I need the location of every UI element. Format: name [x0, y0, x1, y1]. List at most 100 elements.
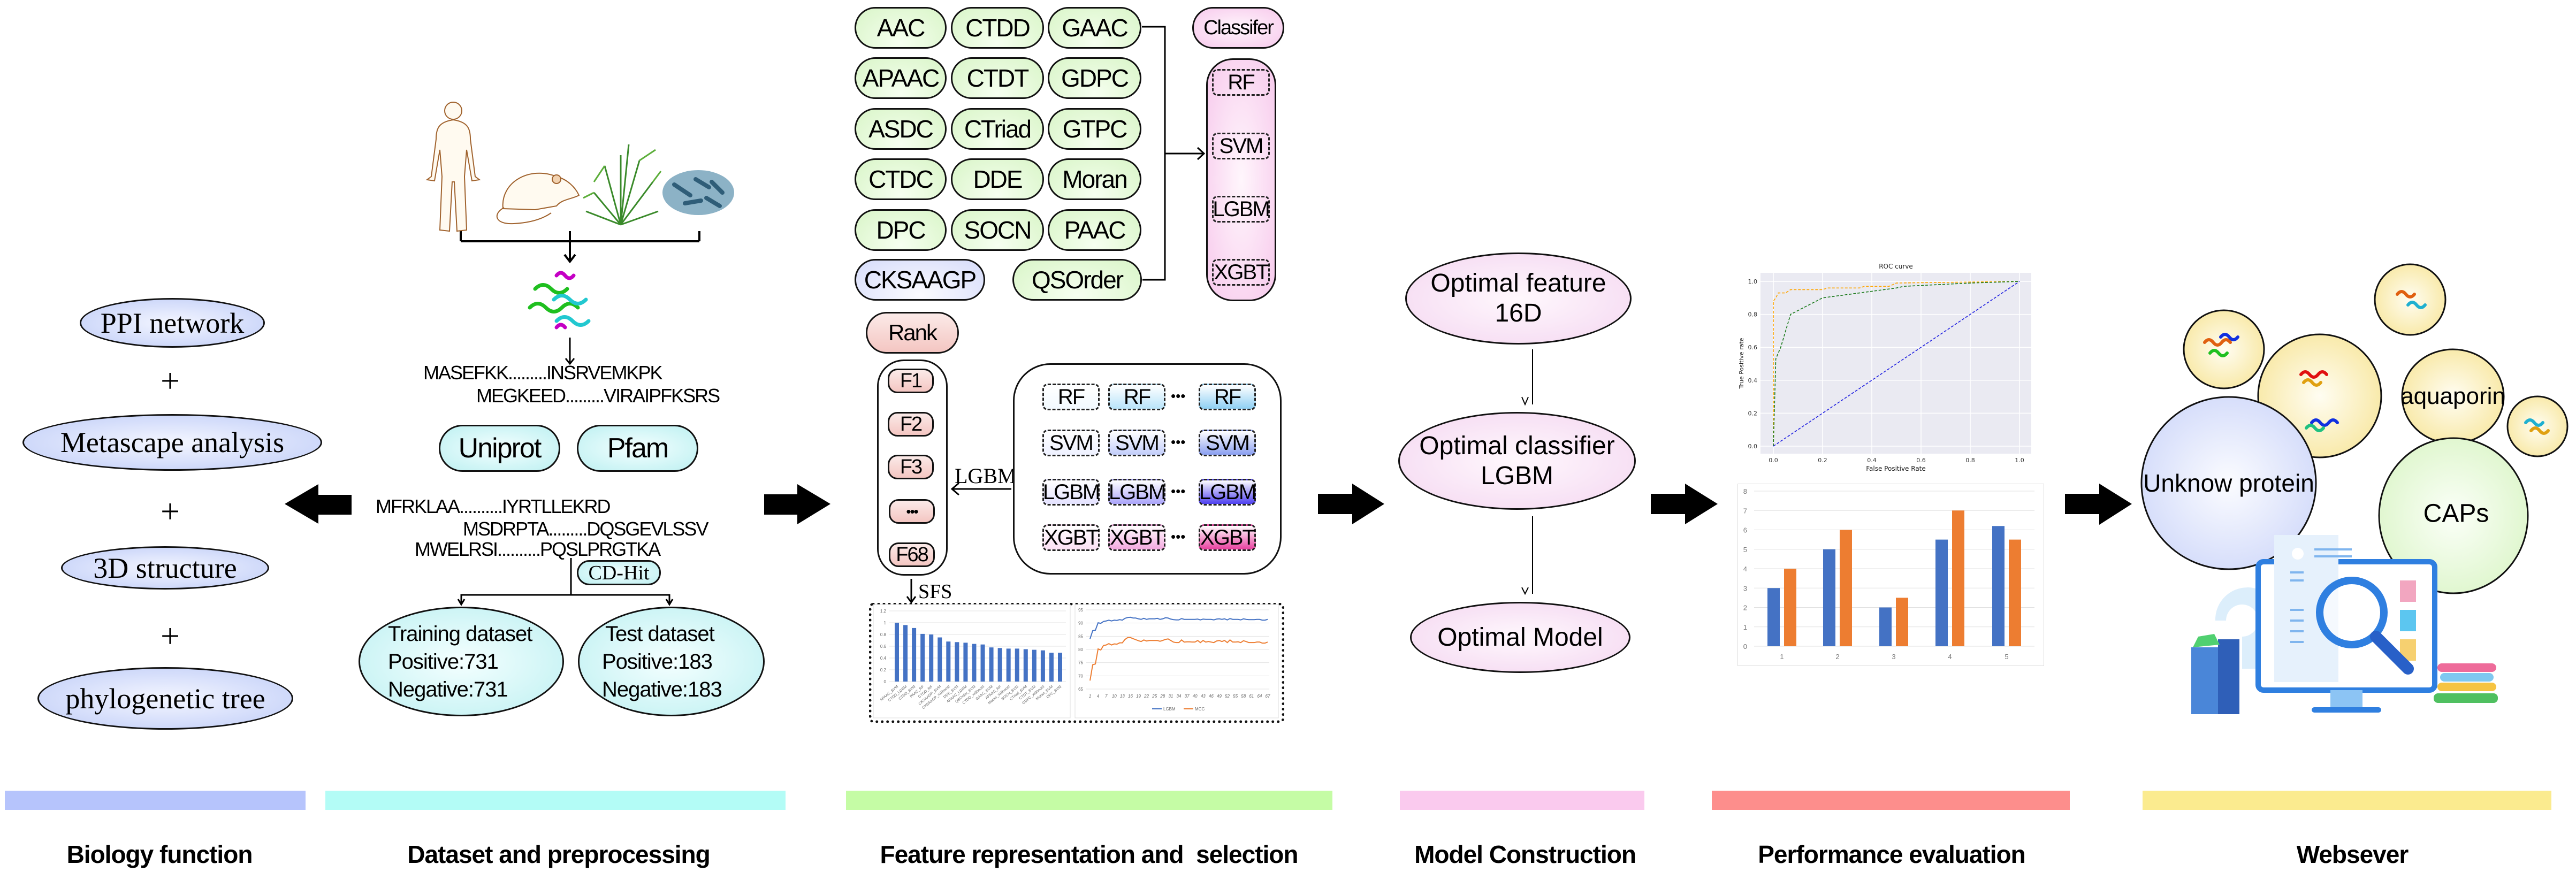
descriptor-socn: SOCN — [951, 209, 1044, 251]
y-tick-label: 1.0 — [1748, 278, 1758, 285]
descriptor-ctdc: CTDC — [855, 158, 947, 200]
descriptor-ctriad: CTriad — [951, 108, 1044, 150]
y-axis-label: True Positive rate — [1738, 338, 1745, 389]
pfam-source: Pfam — [577, 425, 698, 472]
x-tick-label: 7 — [1105, 694, 1108, 699]
bar-3-0 — [1879, 607, 1892, 646]
bar-GDPC_XGboost — [1040, 650, 1045, 682]
y-tick-label: 1 — [884, 621, 887, 625]
y-tick-label: 0.8 — [1748, 311, 1758, 318]
y-tick-label: 3 — [1743, 584, 1747, 592]
bar-1-0 — [1767, 588, 1780, 646]
bar-3-1 — [1896, 598, 1908, 646]
model-cell-xgbt: XGBT — [1042, 524, 1100, 551]
y-tick-label: 75 — [1078, 661, 1083, 666]
descriptor-asdc: ASDC — [855, 108, 947, 150]
x-tick-label: 61 — [1249, 694, 1254, 699]
test-title: Test dataset — [605, 622, 715, 646]
sequence-line: MASEFKK.........INSRVEMKPK — [423, 362, 662, 384]
bar-APAAC_SVM — [895, 623, 899, 682]
stage-label-biology: Biology function — [66, 840, 253, 868]
stage-bar-feature — [846, 791, 1332, 810]
training-title: Training dataset — [388, 622, 532, 646]
caps-circle — [2378, 437, 2529, 594]
x-tick-label: 55 — [1233, 694, 1238, 699]
legend-label: LGBM — [1163, 707, 1176, 712]
plus-sign: + — [160, 492, 180, 530]
x-tick-label: 5 — [2005, 653, 2008, 661]
descriptor-moran: Moran — [1048, 158, 1141, 200]
classifier-svm: SVM — [1212, 133, 1270, 159]
bar-4-1 — [1952, 510, 1964, 646]
descriptor-bracket — [906, 26, 1206, 604]
sfs-arrow-label: SFS — [918, 580, 952, 603]
y-tick-label: 1.2 — [880, 609, 887, 614]
ranked-feature-f2: F2 — [888, 412, 934, 437]
x-tick-label: 2 — [1835, 653, 1839, 661]
training-dataset-node: Training dataset Positive:731 Negative:7… — [359, 607, 564, 716]
descriptor-dpc: DPC — [855, 209, 947, 251]
optimal-feature-node: Optimal feature 16D — [1405, 253, 1632, 345]
bar-CTDT_SVM — [1032, 649, 1037, 682]
optimal-feature-label: Optimal feature — [1430, 269, 1606, 297]
x-tick-label: 10 — [1112, 694, 1117, 699]
sequence-line: MWELRSI..........PQSLPRGTKA — [415, 538, 661, 560]
x-tick-label: 34 — [1177, 694, 1182, 699]
bar-5-1 — [2009, 539, 2021, 646]
sequence-line: MSDRPTA.........DQSGEVLSSV — [463, 518, 708, 540]
classifier-xgbt: XGBT — [1212, 259, 1270, 286]
arrow-left-icon — [285, 484, 352, 524]
bar-PAAC_RF — [920, 633, 925, 682]
x-tick-label: 13 — [1120, 694, 1125, 699]
model-ellipsis: ••• — [1171, 434, 1186, 450]
organism-bracket — [457, 231, 700, 606]
3d-structure-node: 3D structure — [61, 546, 269, 590]
y-tick-label: 1 — [1743, 623, 1747, 631]
chart-frame — [1074, 604, 1279, 718]
bar-CTriad_SVM — [1023, 649, 1028, 682]
descriptor-gdpc: GDPC — [1048, 57, 1141, 99]
ranked-feature-f68: F68 — [889, 542, 935, 567]
descriptor-gtpc: GTPC — [1048, 108, 1141, 150]
x-tick-label: 1 — [1780, 653, 1784, 661]
phylogenetic-tree-node: phylogenetic tree — [37, 667, 293, 730]
comparison-chart-frame — [1737, 484, 2044, 666]
x-tick-label: 25 — [1152, 694, 1157, 699]
descriptor-paac: PAAC — [1048, 209, 1141, 251]
ranked-feature-f3: F3 — [888, 455, 934, 479]
lgbm-arrow-label: LGBM — [955, 464, 1017, 488]
caps-label: CAPs — [2423, 499, 2489, 528]
ranked-feature-f1: F1 — [888, 369, 934, 393]
optimal-classifier-label: Optimal classifier — [1419, 431, 1615, 460]
x-tick-label: 0.6 — [1916, 457, 1926, 464]
bar-GAAC_SVM — [989, 647, 994, 682]
rank-label: Rank — [866, 312, 959, 354]
classifier-title: Classifer — [1192, 7, 1284, 49]
protein-structure-icon — [2203, 290, 2550, 435]
stage-bar-dataset — [325, 791, 786, 810]
x-tick-label: 49 — [1217, 694, 1222, 699]
y-tick-label: 0.6 — [880, 644, 887, 649]
bar-DDE_SVM — [955, 642, 959, 682]
test-negative: Negative:183 — [602, 677, 722, 701]
bar-APAAC_RF — [997, 648, 1002, 682]
ranked-feature-ellipsis: ••• — [889, 499, 935, 524]
y-tick-label: 0 — [884, 679, 887, 684]
x-axis-label: False Positive Rate — [1866, 465, 1926, 472]
roc-curve-2 — [1773, 281, 2020, 447]
descriptor-apaac: APAAC — [855, 57, 947, 99]
model-ellipsis: ••• — [1171, 388, 1186, 404]
metascape-label: Metascape analysis — [60, 426, 285, 458]
cdhit-label: CD-Hit — [588, 561, 650, 584]
y-tick-label: 0.4 — [1748, 377, 1758, 384]
test-positive: Positive:183 — [602, 649, 713, 674]
bar-CTDD_XGboost — [980, 644, 985, 682]
x-tick-label: 22 — [1144, 694, 1149, 699]
y-tick-label: 0.8 — [880, 632, 887, 637]
sequence-line: MFRKLAA..........IYRTLLEKRD — [376, 495, 611, 517]
y-tick-label: 0.4 — [880, 656, 887, 661]
